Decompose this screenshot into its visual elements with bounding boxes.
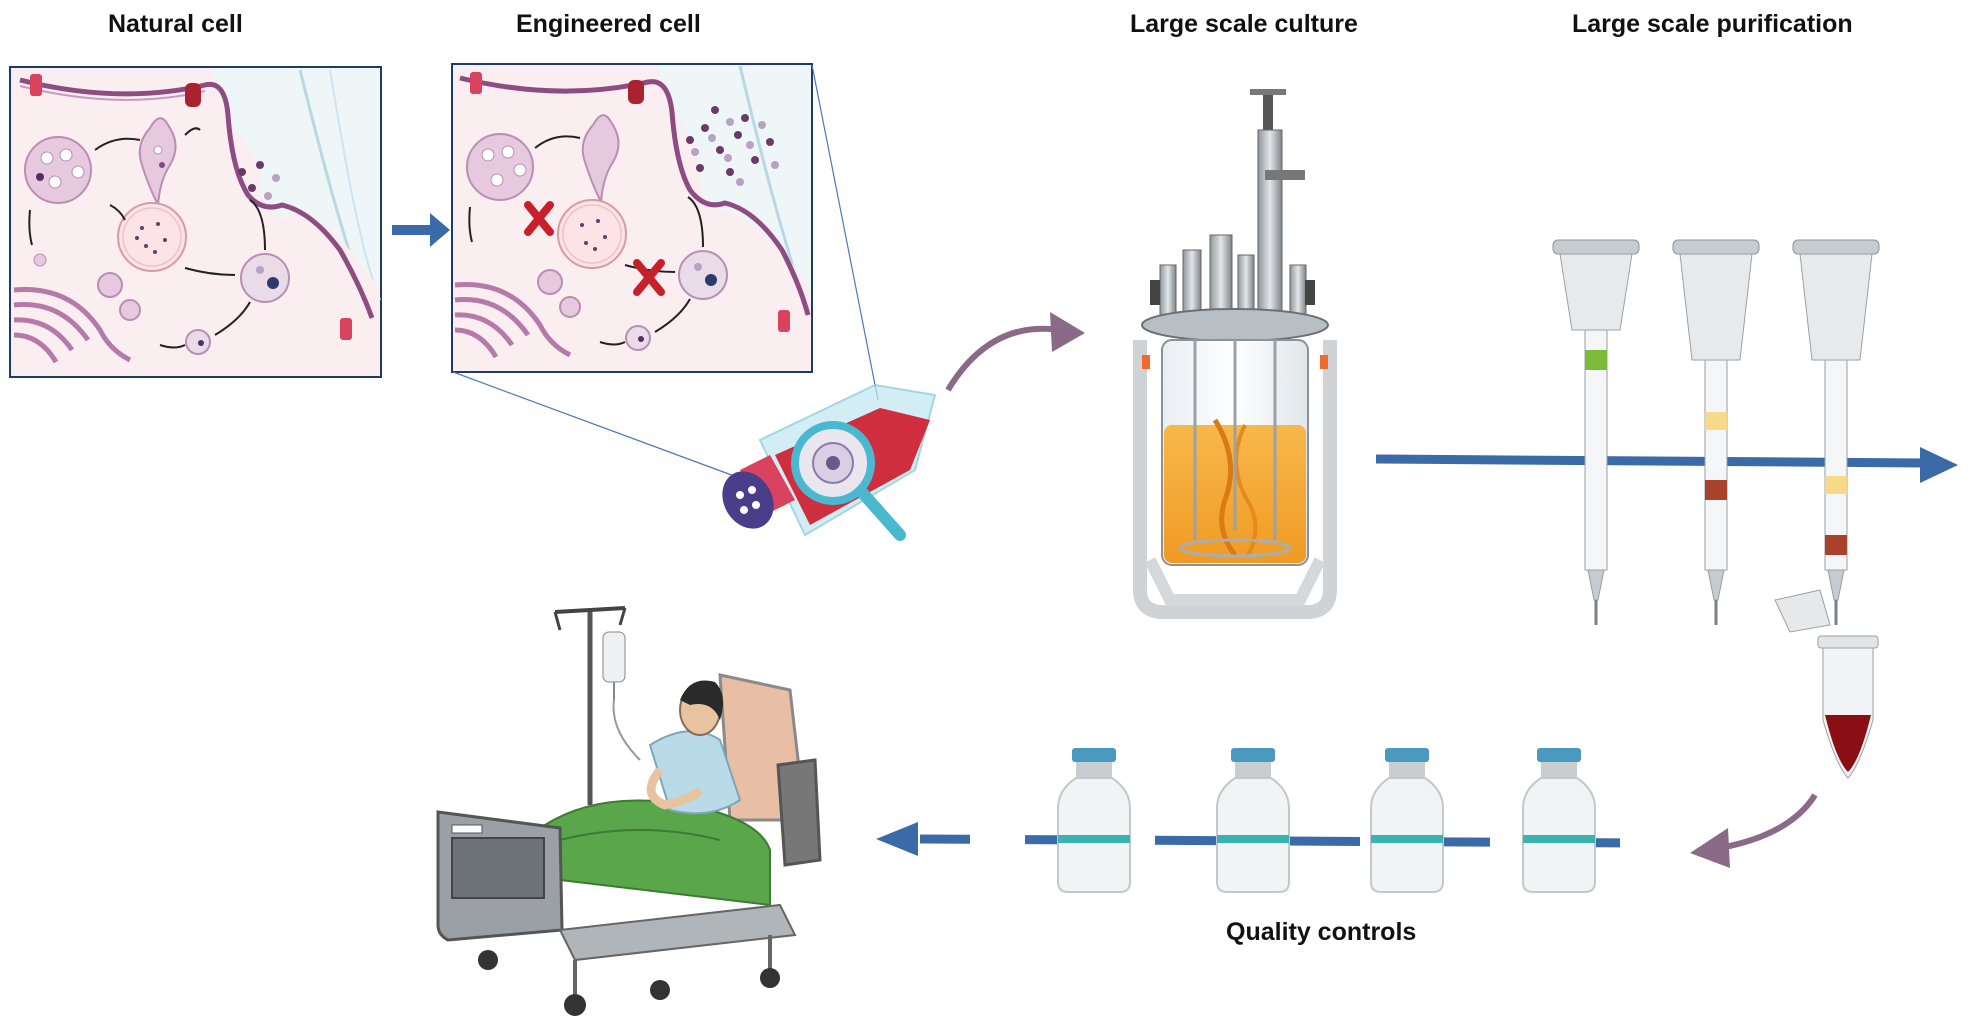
purification-column-icon (1672, 239, 1760, 625)
large-scale-culture-label: Large scale culture (1130, 10, 1358, 38)
natural-cell-panel (9, 66, 382, 378)
vial-icon (1057, 748, 1131, 893)
natural-cell-label: Natural cell (108, 10, 243, 38)
vial-icon (1370, 748, 1444, 893)
vial-icon (1216, 748, 1290, 893)
vial-icon (1522, 748, 1596, 893)
quality-controls-label: Quality controls (1226, 918, 1417, 946)
collection-tube-icon (1774, 589, 1879, 779)
patient-bed-icon (436, 673, 822, 1016)
engineered-cell-label: Engineered cell (516, 10, 701, 38)
magnifier-icon (791, 421, 906, 541)
large-scale-purification-label: Large scale purification (1572, 10, 1853, 38)
qc-flow-arrow (919, 834, 1641, 848)
bioreactor-icon (1133, 89, 1337, 619)
curved-arrow (945, 325, 1061, 392)
purification-column-icon (1552, 239, 1640, 625)
curved-arrow (1719, 793, 1818, 851)
engineered-cell-panel (451, 63, 813, 373)
inhibition-x-icon (633, 259, 665, 296)
transition-arrow (392, 213, 450, 247)
purification-column-icon (1792, 239, 1880, 625)
inhibition-x-icon (524, 201, 554, 236)
iv-drip-icon (553, 606, 641, 805)
